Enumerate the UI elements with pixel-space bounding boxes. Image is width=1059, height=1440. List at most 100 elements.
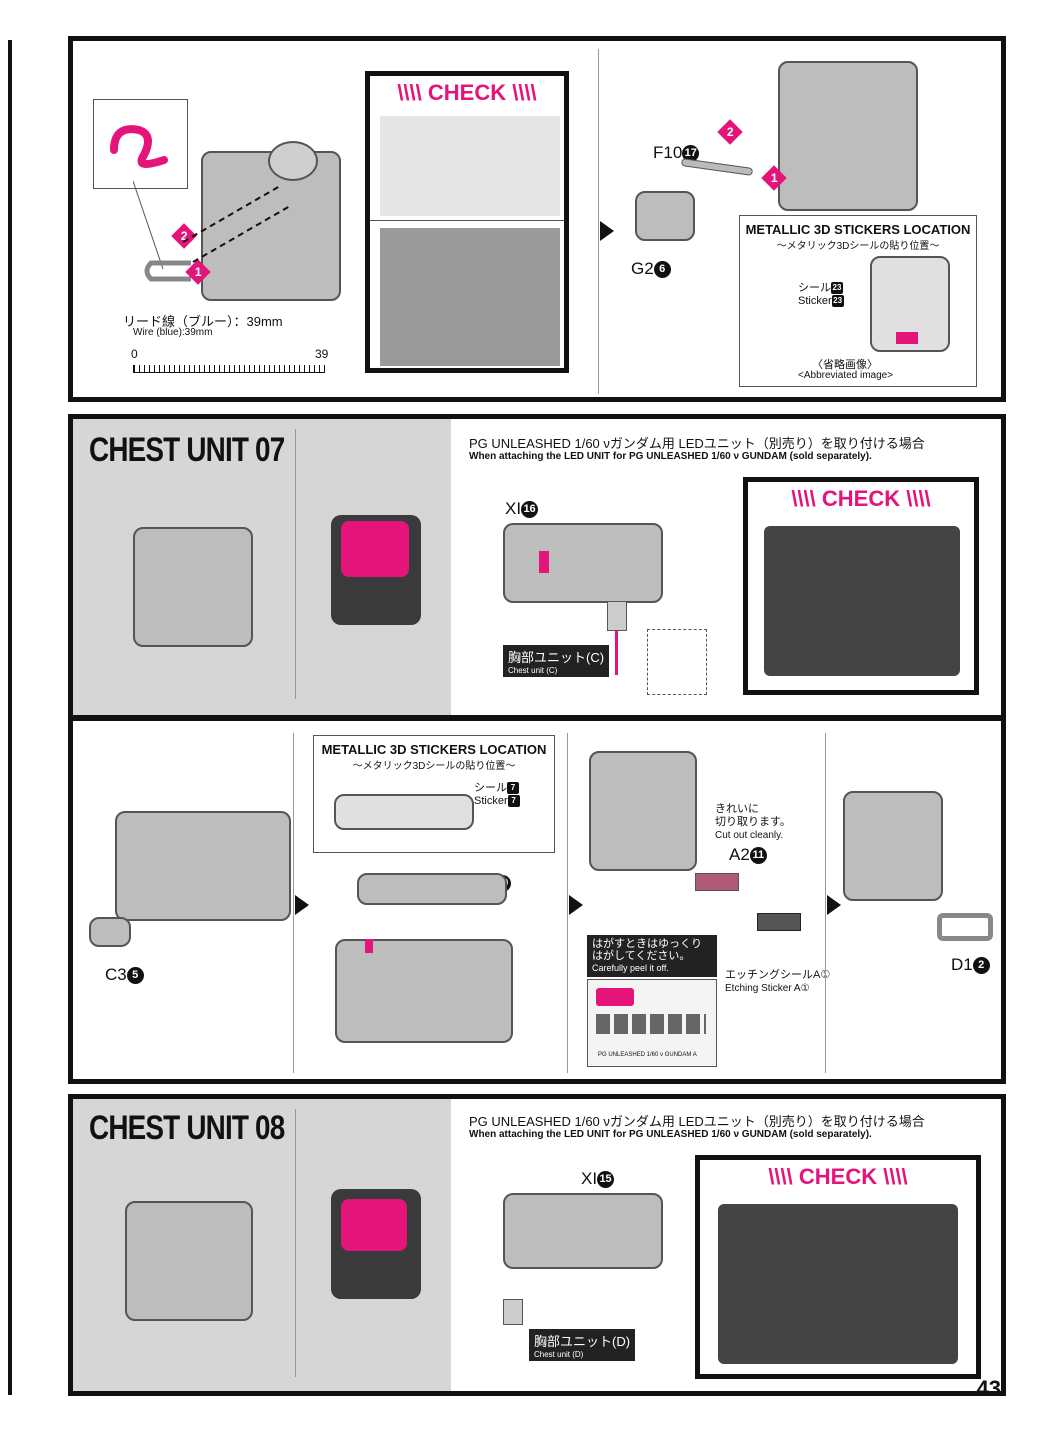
- part-xi-15-num: 15: [597, 1171, 615, 1189]
- check-header-07: \\\\ CHECK \\\\: [791, 486, 931, 511]
- part-d1-text: D1: [951, 955, 973, 974]
- sticker-num: 23: [831, 282, 843, 295]
- etching-sticker-piece: [757, 913, 801, 931]
- unit-08-title: CHEST UNIT 08: [89, 1109, 285, 1147]
- check-header: \\\\ CHECK \\\\: [397, 80, 537, 105]
- unit-08-thumb-left: [125, 1201, 253, 1321]
- sticker-num-mid-2: 7: [507, 795, 520, 808]
- sticker-location-box-mid: METALLIC 3D STICKERS LOCATION ～メタリック3Dシー…: [313, 735, 555, 853]
- chest-d-en: Chest unit (D): [534, 1350, 584, 1359]
- frame-d1-illustration: [843, 791, 943, 901]
- part-f10-text: F10: [653, 143, 683, 162]
- c3-part-illustration: [89, 917, 131, 947]
- peel-en: Carefully peel it off.: [592, 963, 669, 973]
- abbr-jp: 〈省略画像〉: [812, 359, 878, 371]
- cut-jp1: きれいに: [715, 803, 759, 815]
- led-slot-highlight: [539, 551, 549, 573]
- binding-edge: [0, 40, 12, 1395]
- rod-part: [680, 158, 754, 176]
- sticker-sub: ～メタリック3Dシールの貼り位置～: [776, 241, 940, 252]
- unit-07-note-en: When attaching the LED UNIT for PG UNLEA…: [469, 451, 872, 462]
- unit-08-thumb-right: [331, 1189, 421, 1299]
- etching-en: Etching Sticker A①: [725, 983, 810, 994]
- part-d1-num: 2: [972, 957, 990, 975]
- sticker-en-mid: Sticker: [474, 795, 508, 807]
- peel-jp1: はがすときはゆっくり: [592, 938, 702, 950]
- chest-d-jp: 胸部ユニット(D): [534, 1334, 631, 1349]
- d1-ring-part: [937, 913, 993, 941]
- chest-part-illustration: [870, 256, 950, 352]
- check-divider: [370, 220, 564, 221]
- sticker-sub-mid: ～メタリック3Dシールの貼り位置～: [352, 761, 516, 772]
- etching-label: エッチングシールA① Etching Sticker A①: [725, 969, 830, 995]
- frame-g2-illustration: [335, 939, 513, 1043]
- unit-07-thumb-right: [331, 515, 421, 625]
- part-g2-num: 6: [653, 261, 671, 279]
- led-connector-d: [503, 1299, 523, 1325]
- unit-07-title: CHEST UNIT 07: [89, 431, 285, 469]
- part-c3-num: 5: [126, 967, 144, 985]
- part-a2-num: 11: [749, 847, 767, 865]
- part-g2-text: G2: [631, 259, 654, 278]
- check-panel-07: \\\\ CHECK \\\\: [743, 477, 979, 695]
- led-detail-inset: [647, 629, 707, 695]
- wire-bend-icon: [110, 125, 168, 168]
- frame-xi-illustration: [503, 523, 663, 603]
- abbr-en: <Abbreviated image>: [798, 370, 894, 381]
- sticker-jp: シール: [798, 282, 831, 294]
- mid-divider-1: [293, 733, 294, 1073]
- check-label-07: CHECK: [821, 486, 901, 511]
- next-arrow-1: [295, 895, 309, 915]
- cut-jp2: 切り取ります。: [715, 816, 791, 828]
- scale-end: 39: [315, 347, 329, 361]
- next-arrow-3: [827, 895, 841, 915]
- cylinder-part: [268, 141, 318, 181]
- check-label: CHECK: [427, 80, 507, 105]
- sticker-header: METALLIC 3D STICKERS LOCATION: [745, 222, 971, 237]
- frame-c3-illustration: [115, 811, 291, 921]
- top-divider: [598, 49, 599, 394]
- mid-divider-3: [825, 733, 826, 1073]
- sticker-num-2: 23: [831, 295, 844, 308]
- led-connector: [607, 601, 627, 631]
- unit-08-note-en: When attaching the LED UNIT for PG UNLEA…: [469, 1129, 872, 1140]
- chest-unit-d-label: 胸部ユニット(D) Chest unit (D): [529, 1329, 636, 1361]
- check-photo-08: [718, 1204, 958, 1364]
- check-detail-illustration: [380, 116, 560, 216]
- sticker-jp-mid: シール: [474, 782, 507, 794]
- cut-en: Cut out cleanly.: [715, 830, 784, 841]
- peel-jp2: はがしてください。: [592, 950, 691, 962]
- frame-part-illustration: [201, 151, 341, 301]
- wire-callout-line: [133, 181, 164, 270]
- check-panel-top: \\\\ CHECK \\\\: [365, 71, 569, 373]
- chest-c-jp: 胸部ユニット(C): [508, 650, 605, 665]
- check-header-08: \\\\ CHECK \\\\: [768, 1164, 908, 1189]
- check-label-08: CHECK: [798, 1164, 878, 1189]
- part-c3-text: C3: [105, 965, 127, 984]
- assembled-part-illustration: [778, 61, 918, 211]
- chest-unit-c-label: 胸部ユニット(C) Chest unit (C): [503, 645, 610, 677]
- part-xi-text: XI: [505, 499, 522, 518]
- cut-note: きれいに 切り取ります。 Cut out cleanly.: [715, 803, 791, 842]
- check-panel-08: \\\\ CHECK \\\\: [695, 1155, 981, 1379]
- mid-divider-2: [567, 733, 568, 1073]
- g2-bar-illustration: [357, 873, 507, 905]
- unit-07-note-jp: PG UNLEASHED 1/60 νガンダム用 LEDユニット（別売り）を取り…: [469, 436, 925, 451]
- unit-08-note-jp: PG UNLEASHED 1/60 νガンダム用 LEDユニット（別売り）を取り…: [469, 1114, 925, 1129]
- part-f10-num: 17: [682, 145, 700, 163]
- sticker-header-mid: METALLIC 3D STICKERS LOCATION: [321, 742, 547, 757]
- part-xi-15-text: XI: [581, 1169, 598, 1188]
- chest-unit-07-box: CHEST UNIT 07 PG UNLEASHED 1/60 νガンダム用 L…: [68, 414, 1006, 720]
- chest-unit-08-box: CHEST UNIT 08 PG UNLEASHED 1/60 νガンダム用 L…: [68, 1094, 1006, 1396]
- sticker-highlight: [896, 332, 918, 344]
- frame-a2-illustration: [589, 751, 697, 871]
- peg-highlight: [365, 939, 373, 953]
